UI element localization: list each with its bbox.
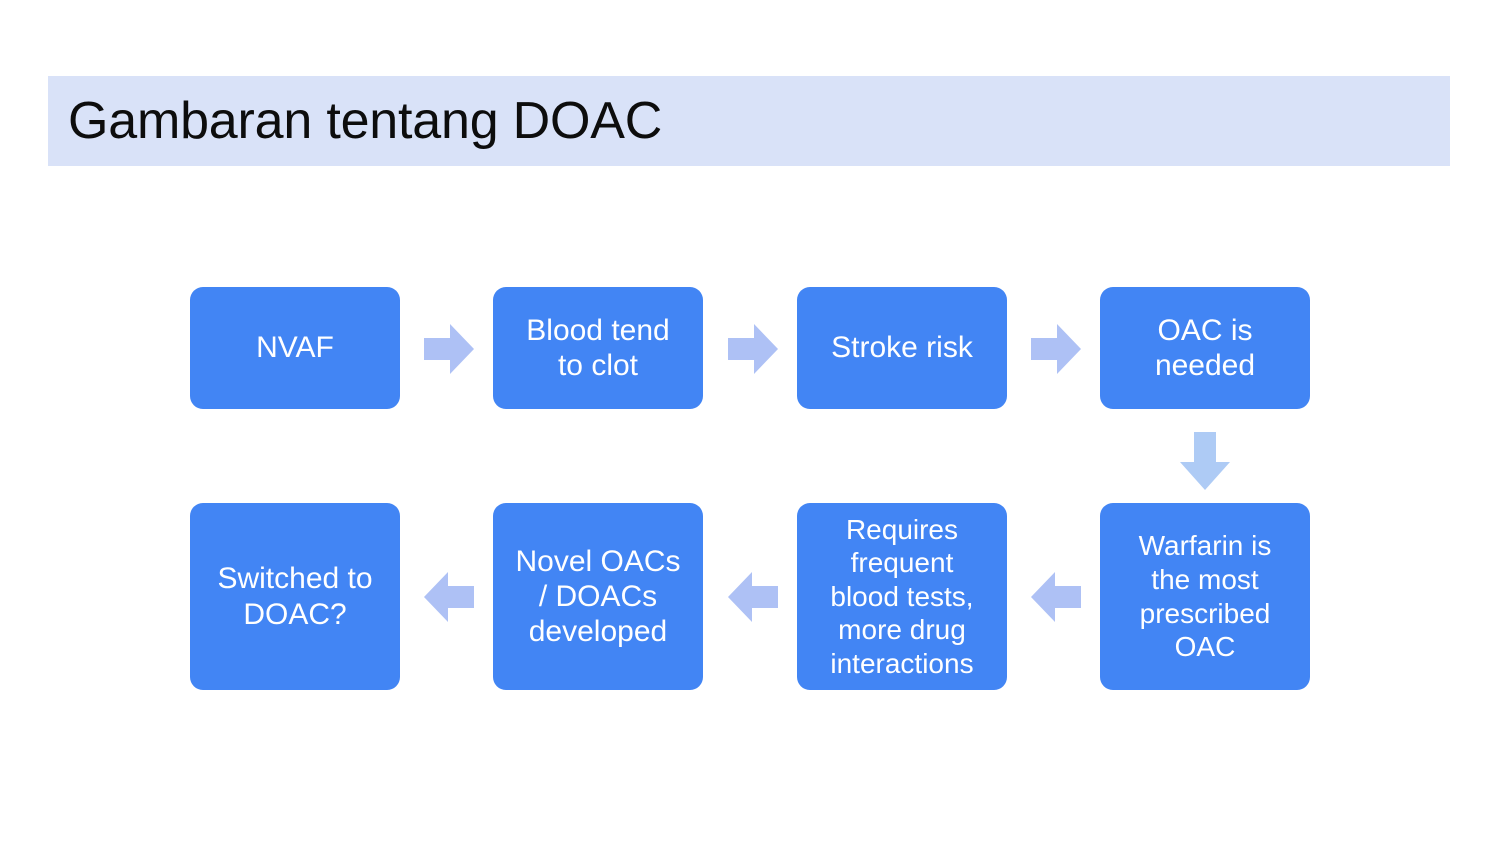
arrow-requires-to-novel-icon — [728, 567, 778, 627]
page-title: Gambaran tentang DOAC — [68, 91, 663, 150]
flow-box-blood-tend-to-clot[interactable]: Blood tend to clot — [493, 287, 703, 409]
arrow-nvaf-to-blood-icon — [424, 319, 474, 379]
arrow-novel-to-switched-icon — [424, 567, 474, 627]
arrow-oac-to-warfarin-icon — [1175, 432, 1235, 492]
flow-box-oac-is-needed[interactable]: OAC is needed — [1100, 287, 1310, 409]
flow-box-nvaf[interactable]: NVAF — [190, 287, 400, 409]
flow-box-switched-to-doac[interactable]: Switched to DOAC? — [190, 503, 400, 690]
flow-box-novel-oacs-doacs-developed[interactable]: Novel OACs / DOACs developed — [493, 503, 703, 690]
flow-box-warfarin-most-prescribed-oac[interactable]: Warfarin is the most prescribed OAC — [1100, 503, 1310, 690]
arrow-blood-to-stroke-icon — [728, 319, 778, 379]
flow-box-requires-frequent-blood-tests[interactable]: Requires frequent blood tests, more drug… — [797, 503, 1007, 690]
arrow-warfarin-to-requires-icon — [1031, 567, 1081, 627]
arrow-stroke-to-oac-icon — [1031, 319, 1081, 379]
flow-box-stroke-risk[interactable]: Stroke risk — [797, 287, 1007, 409]
title-band — [48, 76, 1450, 166]
